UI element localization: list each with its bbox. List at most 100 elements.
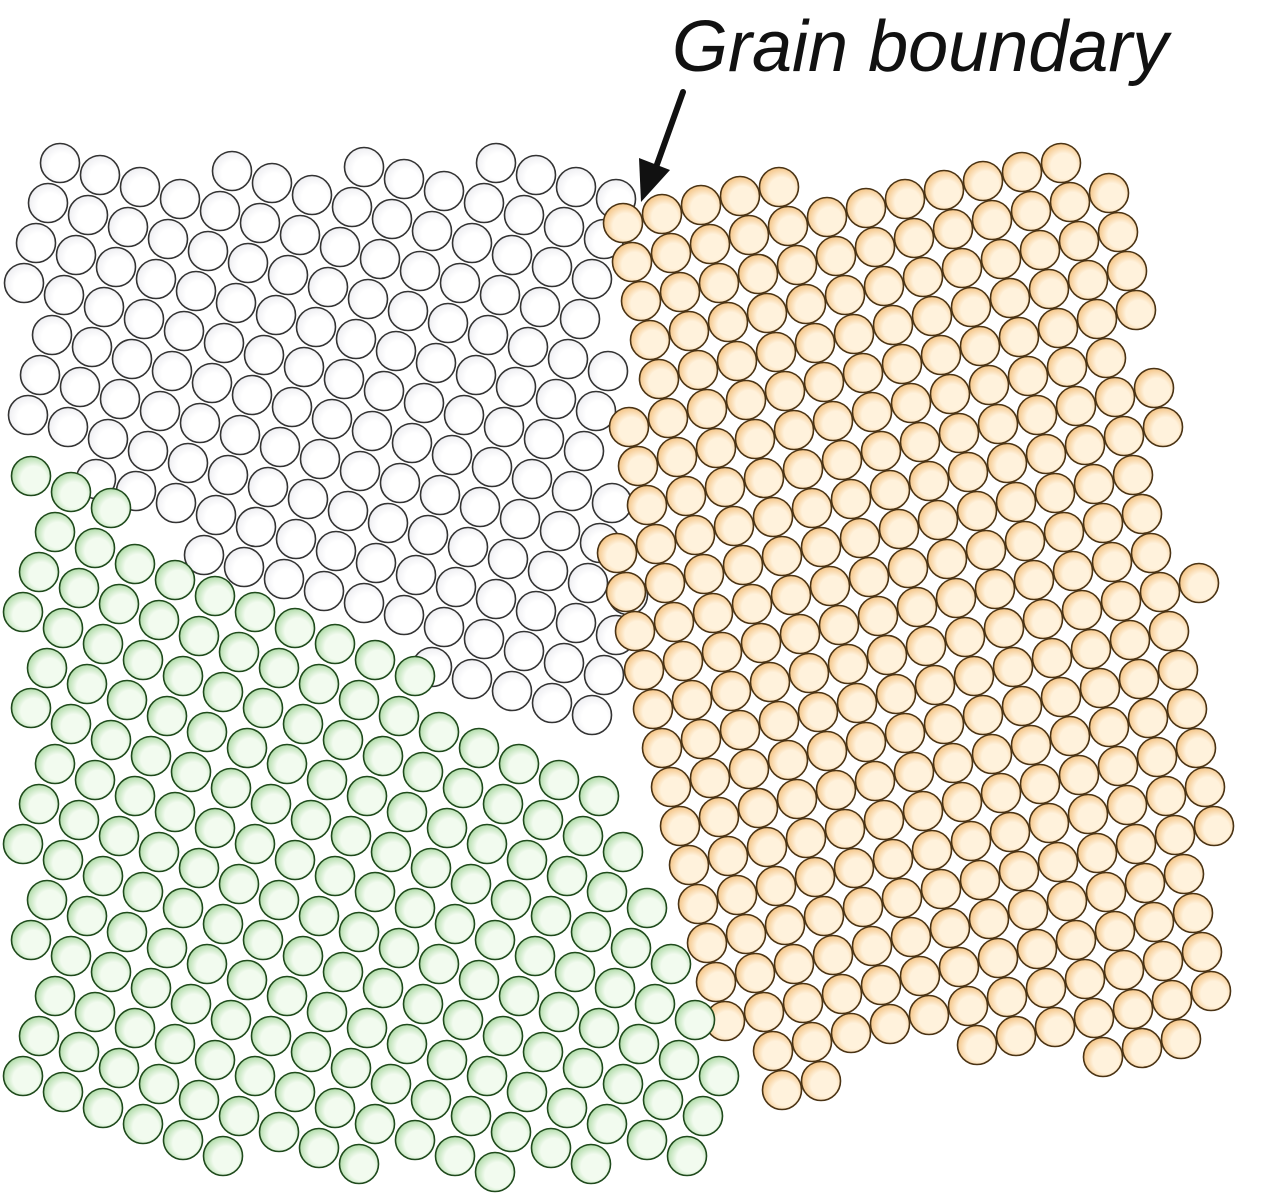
atom (812, 400, 854, 442)
atom (1112, 454, 1154, 496)
atom (815, 769, 857, 811)
atom (1097, 745, 1139, 787)
atom (163, 310, 205, 352)
atom (258, 879, 300, 921)
atom (386, 791, 428, 833)
atom (659, 805, 701, 847)
atom (1112, 988, 1154, 1030)
atom (411, 210, 453, 252)
atom (298, 1127, 340, 1169)
atom (722, 544, 764, 586)
atom (186, 711, 228, 753)
atom (290, 1031, 332, 1073)
atom (538, 759, 580, 801)
atom (890, 382, 932, 424)
atom (378, 695, 420, 737)
atom (746, 292, 788, 334)
atom (399, 250, 441, 292)
atom (1064, 958, 1106, 1000)
atom (34, 743, 76, 785)
atom (459, 486, 501, 528)
atom (953, 655, 995, 697)
atom (1157, 649, 1199, 691)
atom (1046, 346, 1088, 388)
atom (7, 394, 49, 436)
atom (199, 190, 241, 232)
atom (767, 205, 809, 247)
atom (776, 244, 818, 286)
atom (866, 634, 908, 676)
atom (677, 349, 719, 391)
atom (1064, 424, 1106, 466)
atom (47, 406, 89, 448)
atom (146, 695, 188, 737)
atom (58, 799, 100, 841)
atom (944, 616, 986, 658)
atom (451, 658, 493, 700)
atom (1106, 784, 1148, 826)
atom (617, 445, 659, 487)
atom (854, 760, 896, 802)
atom (1175, 727, 1217, 769)
atom (1151, 979, 1193, 1021)
atom (255, 294, 297, 336)
atom (962, 160, 1004, 202)
atom (507, 326, 549, 368)
atom (90, 719, 132, 761)
atom (346, 775, 388, 817)
atom (354, 871, 396, 913)
atom (418, 943, 460, 985)
atom (371, 198, 413, 240)
atom (202, 1135, 244, 1177)
atom (989, 277, 1031, 319)
atom (202, 903, 244, 945)
atom (719, 709, 761, 751)
atom (530, 895, 572, 937)
atom (728, 214, 770, 256)
atom (10, 687, 52, 729)
atom (570, 1143, 612, 1185)
atom (415, 342, 457, 384)
atom (893, 217, 935, 259)
atom (503, 194, 545, 236)
atom (258, 647, 300, 689)
atom (704, 466, 746, 508)
atom (423, 606, 465, 648)
atom (18, 783, 60, 825)
atom (331, 186, 373, 228)
arrow-shaft (652, 89, 686, 173)
atom (227, 242, 269, 284)
atom (299, 438, 341, 480)
atom (42, 1071, 84, 1113)
atom (303, 570, 345, 612)
atom (551, 470, 593, 512)
atom (67, 194, 109, 236)
atom (716, 874, 758, 916)
atom (530, 1127, 572, 1169)
atom (363, 370, 405, 412)
atom (1019, 229, 1061, 271)
atom (74, 759, 116, 801)
atom (50, 471, 92, 513)
atom (701, 631, 743, 673)
atom (863, 799, 905, 841)
atom (1109, 619, 1151, 661)
atom (234, 1055, 276, 1097)
atom (884, 178, 926, 220)
atom (362, 735, 404, 777)
atom (403, 382, 445, 424)
atom (929, 907, 971, 949)
atom (562, 1047, 604, 1089)
atom (506, 839, 548, 881)
atom (491, 234, 533, 276)
atom (1049, 181, 1091, 223)
atom (800, 526, 842, 568)
atom (175, 270, 217, 312)
atom (402, 983, 444, 1025)
atom (914, 664, 956, 706)
atom (250, 1015, 292, 1057)
atom (151, 350, 193, 392)
atom (1004, 520, 1046, 562)
atom (1016, 928, 1058, 970)
atom (1172, 892, 1214, 934)
